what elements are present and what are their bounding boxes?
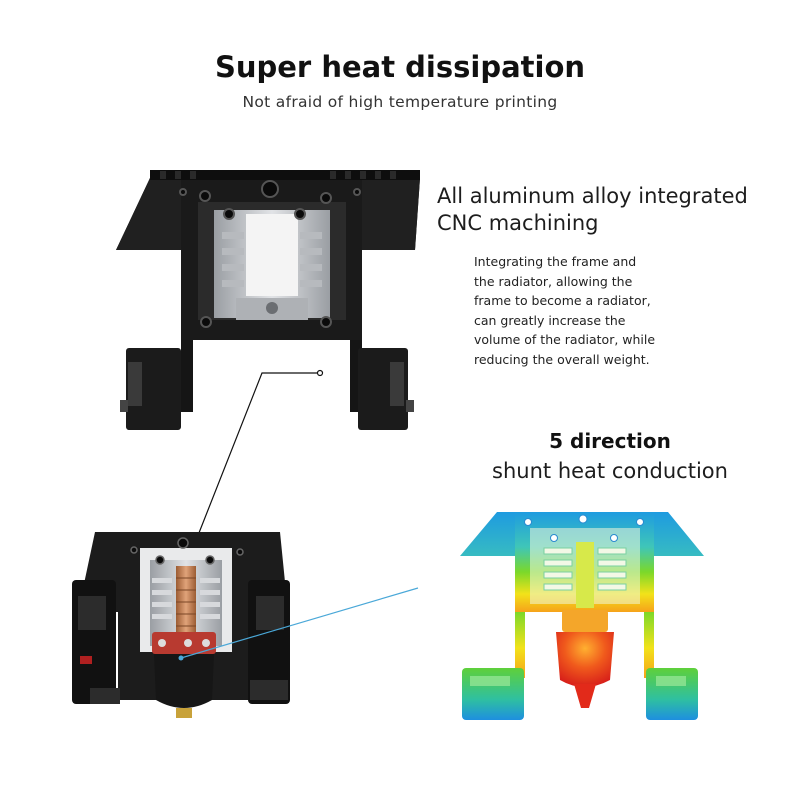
callout-dot-thermal [178,655,184,661]
assembled-hotend-image [72,532,290,718]
page-subtitle: Not afraid of high temperature printing [242,93,558,111]
callout-line-thermal [180,587,419,659]
cnc-desc-line: the radiator, allowing the [474,273,633,289]
cnc-feature-heading: All aluminum alloy integrated CNC machin… [437,183,787,237]
cnc-desc-line: reducing the overall weight. [474,351,650,367]
thermal-simulation-image [460,512,704,720]
callout-dot [316,369,324,377]
cnc-heading-line1: All aluminum alloy integrated [437,184,748,208]
cnc-desc-line: volume of the radiator, while [474,332,656,347]
heat-feature-heading-bold: 5 direction [549,429,671,453]
page-title: Super heat dissipation [214,50,586,84]
cnc-heading-line2: CNC machining [437,211,599,235]
heat-feature-heading: shunt heat conduction [492,459,728,483]
callout-line-frame [194,372,320,544]
cnc-desc-line: can greatly increase the [474,312,626,328]
cnc-feature-description: Integrating the frame and the radiator, … [474,252,734,369]
cnc-frame-image [116,170,420,430]
cnc-desc-line: frame to become a radiator, [474,293,651,308]
cnc-desc-line: Integrating the frame and [474,254,637,269]
